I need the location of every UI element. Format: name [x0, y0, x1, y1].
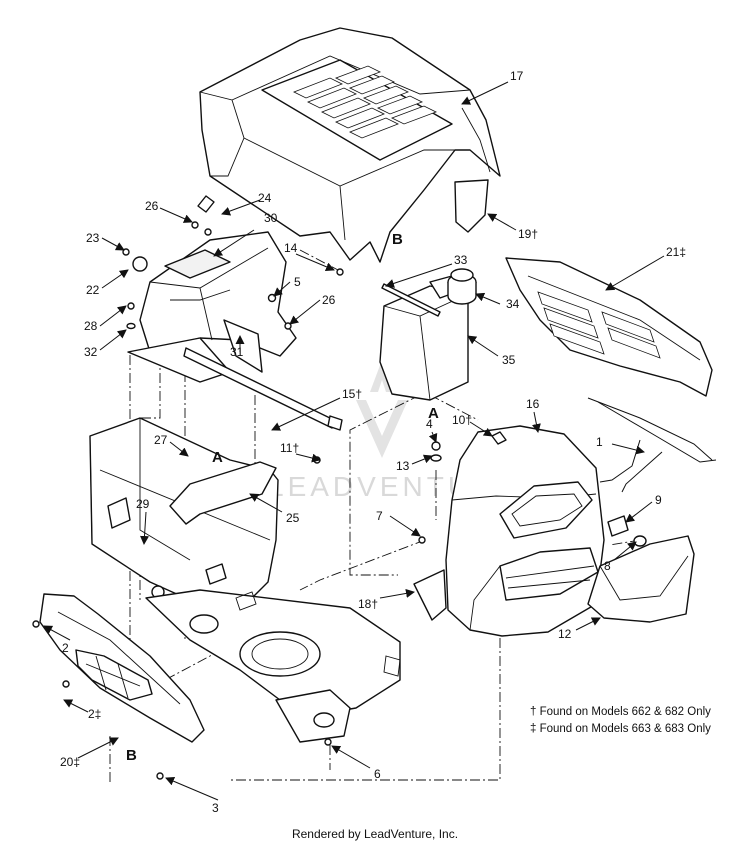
callout-26-top: 26 [145, 199, 159, 213]
callout-4: 4 [426, 417, 433, 431]
screw-26b [204, 228, 212, 236]
wire-harness [587, 397, 717, 493]
callout-32: 32 [84, 345, 98, 359]
callout-8: 8 [604, 559, 611, 573]
callout-25: 25 [286, 511, 300, 525]
hood [199, 27, 501, 263]
callout-19: 19† [518, 227, 538, 241]
screw-7 [418, 536, 426, 544]
screw-2b [62, 680, 70, 688]
legend-note-double-dagger: ‡ Found on Models 663 & 683 Only [530, 723, 711, 735]
grille-side-bracket [413, 569, 447, 621]
headlight-bulb-socket [607, 515, 629, 537]
callout-23: 23 [86, 231, 100, 245]
callout-21: 21‡ [666, 245, 686, 259]
callout-1: 1 [596, 435, 603, 449]
callout-20: 20‡ [60, 755, 80, 769]
callout-5: 5 [294, 275, 301, 289]
washer-13 [430, 454, 442, 462]
callout-7: 7 [376, 509, 383, 523]
screw-14 [336, 268, 344, 276]
callout-12: 12 [558, 627, 572, 641]
callout-26-side: 26 [322, 293, 336, 307]
callout-16: 16 [526, 397, 540, 411]
headlight-bulb [633, 535, 647, 547]
screw-4 [431, 441, 441, 451]
callout-15: 15† [342, 387, 362, 401]
callout-2: 2 [62, 641, 69, 655]
axle-bracket [169, 461, 277, 525]
callout-10: 10† [452, 413, 472, 427]
callout-29: 29 [136, 497, 150, 511]
callout-3: 3 [212, 801, 219, 815]
grille-housing [445, 425, 605, 637]
front-bumper-grille [39, 593, 205, 743]
callout-27: 27 [154, 433, 168, 447]
callout-35: 35 [502, 353, 516, 367]
ref-b-hood: B [392, 231, 403, 248]
callout-28: 28 [84, 319, 98, 333]
callout-17: 17 [510, 69, 524, 83]
callout-34: 34 [506, 297, 520, 311]
callout-30: 30 [264, 211, 278, 225]
grille-insert [505, 257, 713, 397]
callout-9: 9 [655, 493, 662, 507]
screw-3 [156, 772, 164, 780]
nut-10 [491, 431, 507, 445]
callout-33: 33 [454, 253, 468, 267]
hood-side-bracket [454, 179, 489, 233]
ref-a-tank: A [428, 405, 439, 422]
model-notes-legend: † Found on Models 662 & 682 Only ‡ Found… [530, 704, 711, 738]
fuel-gauge-stick [381, 283, 441, 317]
ignition-switch [132, 256, 148, 272]
callout-6: 6 [374, 767, 381, 781]
callout-18: 18† [358, 597, 378, 611]
hood-vent-slots [293, 65, 437, 139]
screw-6 [324, 738, 332, 746]
callout-numbers: 1 2 2‡ 3 4 5 6 7 8 9 10† 11† 12 13 14 15… [60, 69, 686, 815]
dash-hardware [122, 195, 344, 330]
ref-a-frame: A [212, 449, 223, 466]
callout-14: 14 [284, 241, 298, 255]
ref-b-bumper: B [126, 747, 137, 764]
screw-28 [127, 302, 135, 310]
callout-13: 13 [396, 459, 410, 473]
ignition-key [122, 248, 130, 256]
legend-note-dagger: † Found on Models 662 & 682 Only [530, 706, 711, 718]
callout-24: 24 [258, 191, 272, 205]
support-rod [183, 347, 343, 431]
headlight-lens [587, 535, 695, 623]
callout-2-double-dagger: 2‡ [88, 707, 101, 721]
dash-support-bracket [223, 319, 263, 373]
screw-26a [191, 221, 199, 229]
callout-22: 22 [86, 283, 100, 297]
washer-32 [126, 322, 136, 330]
callout-31: 31 [230, 345, 244, 359]
key-switch [197, 195, 215, 213]
screw-2a [32, 620, 40, 628]
callout-leaders [43, 81, 665, 801]
dash-panel [127, 231, 297, 383]
fuel-cap [447, 268, 477, 305]
callout-11: 11† [280, 441, 299, 455]
render-credit: Rendered by LeadVenture, Inc. [291, 827, 459, 841]
